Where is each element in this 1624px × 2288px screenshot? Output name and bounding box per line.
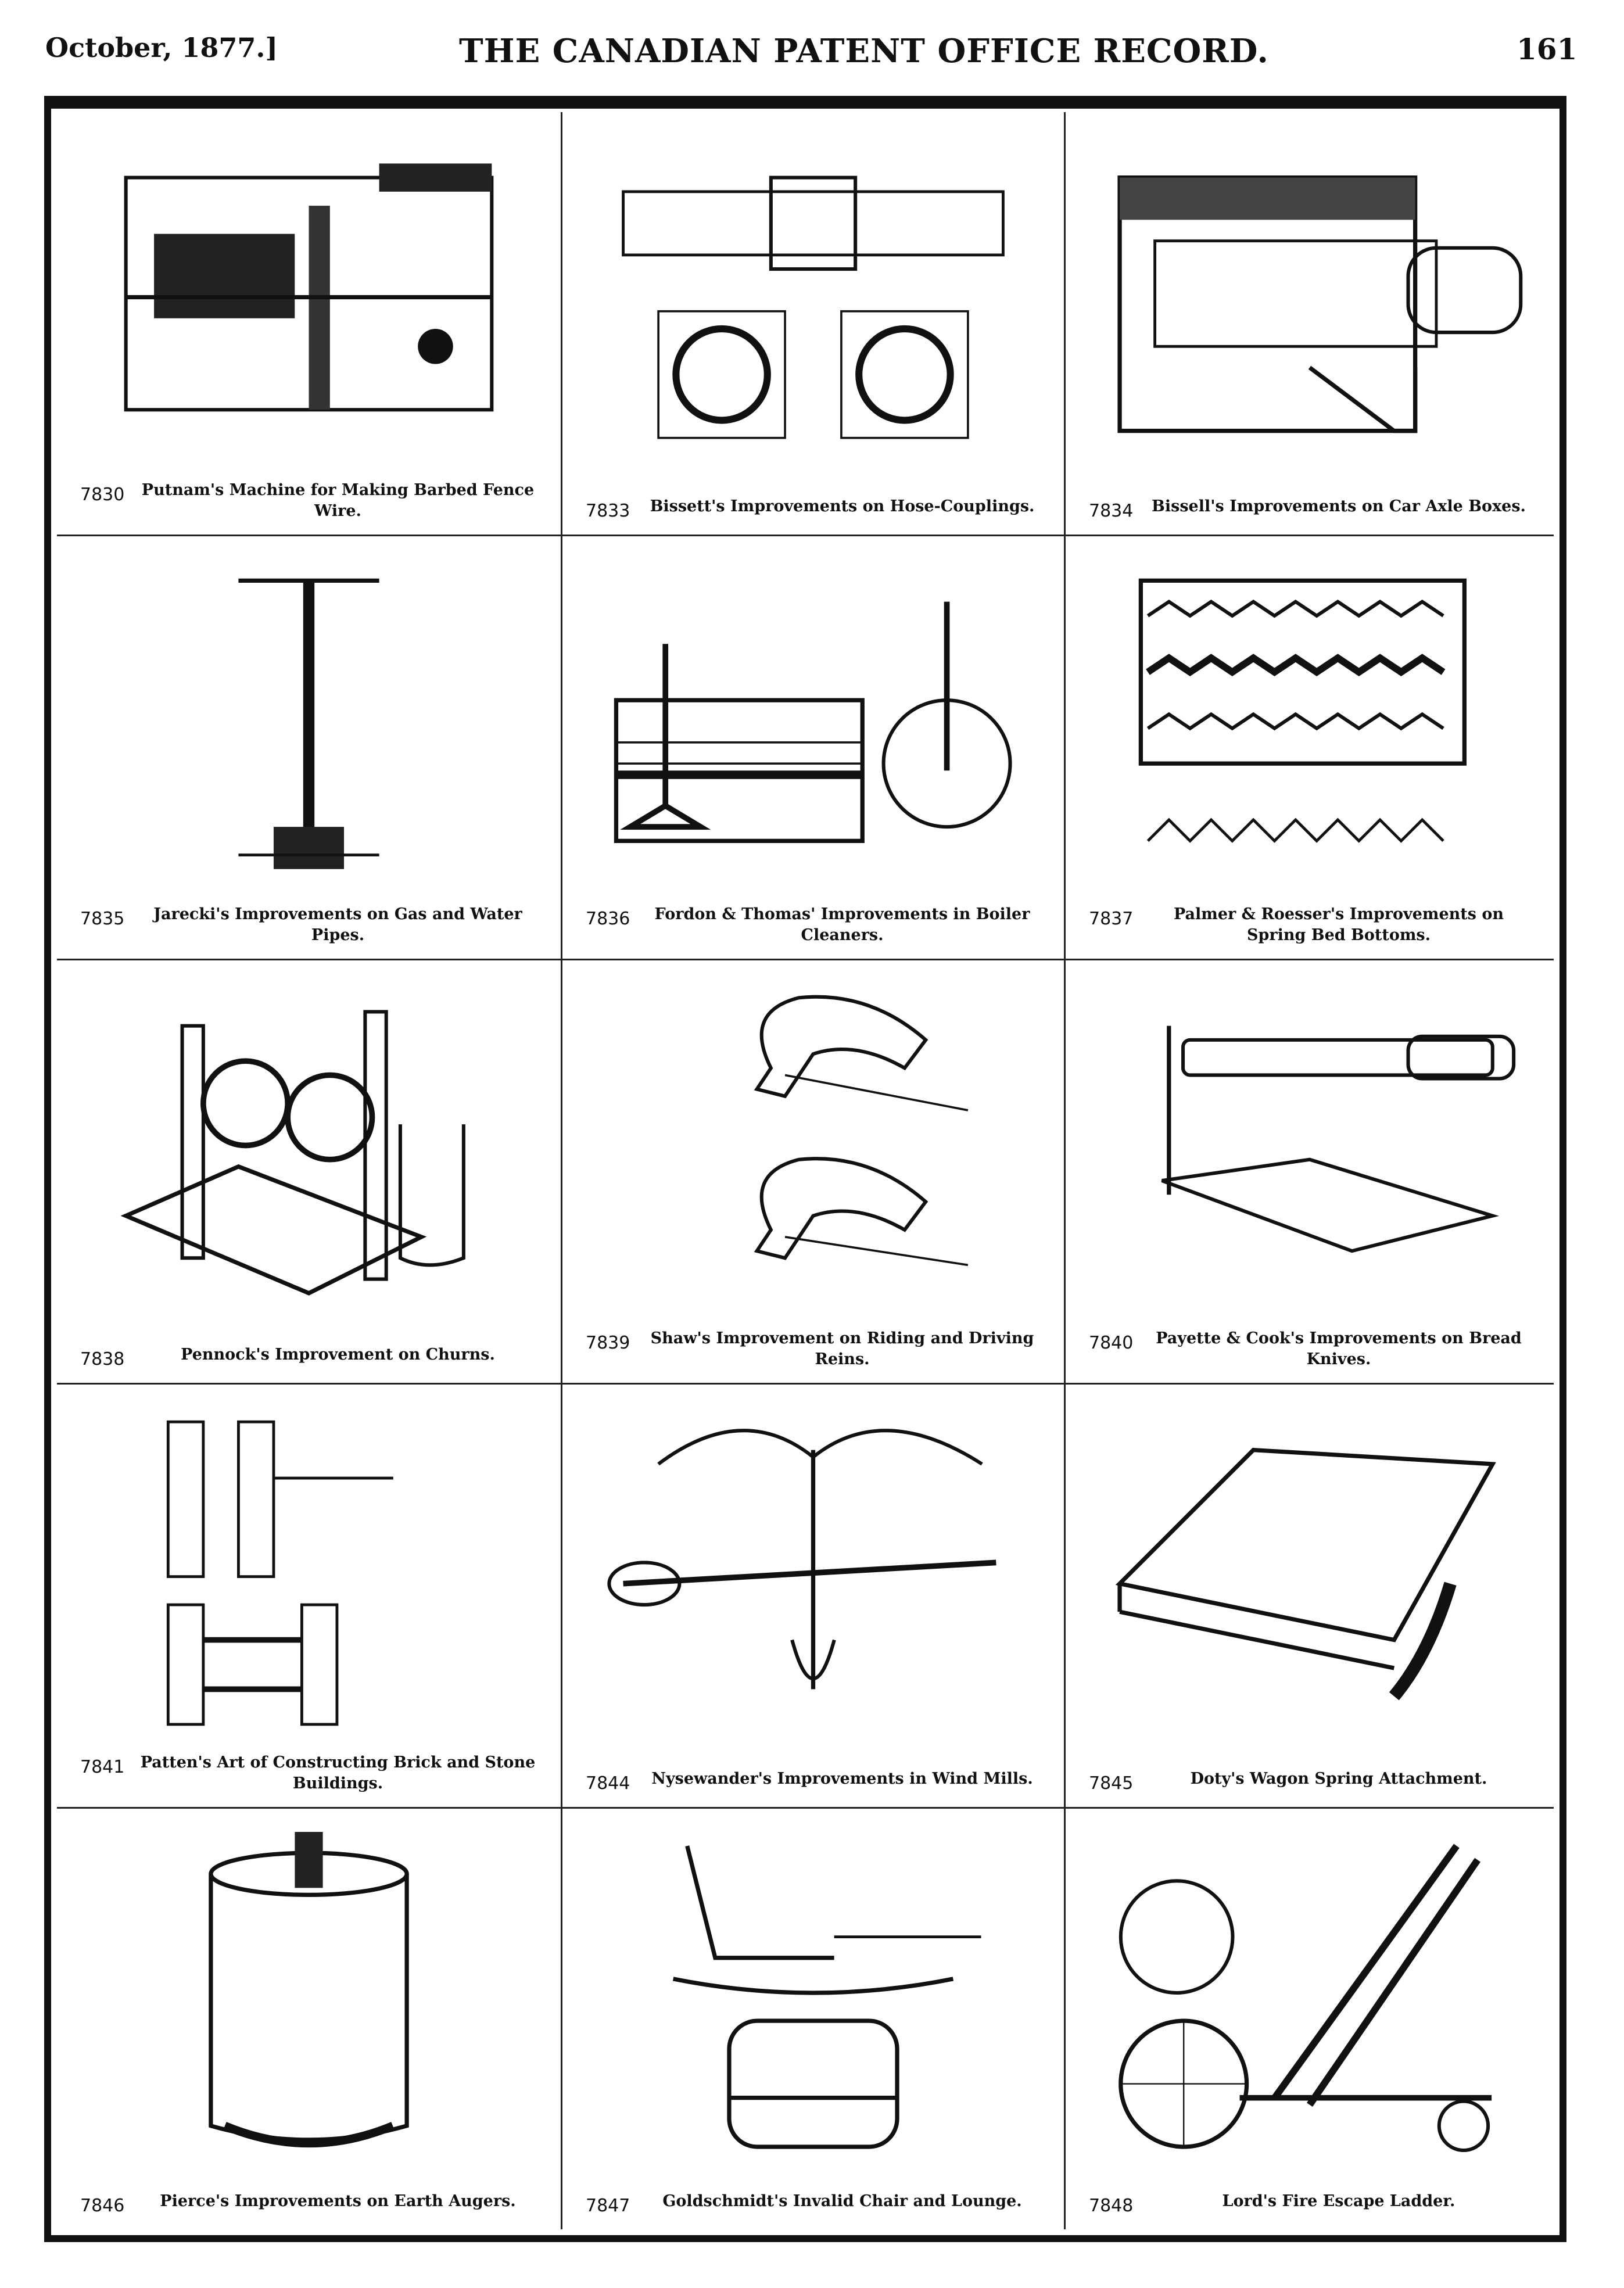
patent-title: Bissell's Improvements on Car Axle Boxes…: [1152, 497, 1526, 515]
patent-cell-7836: 7836 Fordon & Thomas' Improvements in Boi…: [562, 536, 1066, 960]
patent-title: Putnam's Machine for Making Barbed Fence…: [141, 481, 535, 520]
patent-cell-7833: 7833 Bissett's Improvements on Hose-Coupl…: [562, 112, 1066, 536]
patent-number: 7845: [1089, 1773, 1134, 1794]
patent-caption: 7844 Nysewander's Improvements in Wind Mi…: [586, 1769, 1041, 1794]
patent-title: Nysewander's Improvements in Wind Mills.: [651, 1770, 1033, 1788]
patent-cell-7845: 7845 Doty's Wagon Spring Attachment.: [1066, 1385, 1554, 1809]
patent-drawing-brick: [80, 1408, 537, 1731]
patent-cell-7834: 7834 Bissell's Improvements on Car Axle B…: [1066, 112, 1554, 536]
patent-number: 7839: [586, 1333, 630, 1353]
patent-caption: 7838 Pennock's Improvement on Churns.: [80, 1344, 537, 1370]
patent-title: Pierce's Improvements on Earth Augers.: [160, 2192, 516, 2210]
patent-title: Payette & Cook's Improvements on Bread K…: [1156, 1329, 1522, 1368]
patent-drawing-horse: [586, 984, 1041, 1307]
patent-drawing-axle: [1089, 135, 1530, 459]
patent-title: Shaw's Improvement on Riding and Driving…: [650, 1329, 1034, 1368]
patent-number: 7830: [80, 485, 125, 505]
patent-drawing-auger: [80, 1832, 537, 2154]
patent-cell-7846: 7846 Pierce's Improvements on Earth Auger…: [57, 1809, 562, 2229]
patent-drawing-ladder: [1089, 1832, 1530, 2154]
patent-cell-7841: 7841 Patten's Art of Constructing Brick a…: [57, 1385, 562, 1809]
patent-cell-7840: 7840 Payette & Cook's Improvements on Bre…: [1066, 960, 1554, 1385]
patent-drawing-wagon: [1089, 1408, 1530, 1731]
patent-number: 7848: [1089, 2196, 1134, 2216]
patent-cell-7848: 7848 Lord's Fire Escape Ladder.: [1066, 1809, 1554, 2229]
patent-drawing-chair: [586, 1832, 1041, 2154]
patent-number: 7834: [1089, 501, 1134, 521]
patent-drawing-boiler: [586, 560, 1041, 883]
patent-grid: 7830 Putnam's Machine for Making Barbed F…: [57, 112, 1554, 2229]
patent-plate-frame: 7830 Putnam's Machine for Making Barbed F…: [44, 96, 1566, 2242]
patent-number: 7837: [1089, 909, 1134, 929]
patent-caption: 7834 Bissell's Improvements on Car Axle B…: [1089, 496, 1530, 522]
patent-number: 7844: [586, 1773, 630, 1794]
patent-drawing-coupling: [586, 135, 1041, 459]
page-number: 161: [1517, 32, 1578, 66]
patent-caption: 7848 Lord's Fire Escape Ladder.: [1089, 2191, 1530, 2217]
patent-cell-7837: 7837 Palmer & Roesser's Improvements on S…: [1066, 536, 1554, 960]
publication-title: THE CANADIAN PATENT OFFICE RECORD.: [459, 32, 1269, 70]
patent-drawing-churn: [80, 984, 537, 1307]
patent-title: Lord's Fire Escape Ladder.: [1222, 2192, 1455, 2210]
patent-title: Pennock's Improvement on Churns.: [181, 1346, 495, 1364]
patent-caption: 7847 Goldschmidt's Invalid Chair and Loun…: [586, 2191, 1041, 2217]
patent-caption: 7845 Doty's Wagon Spring Attachment.: [1089, 1769, 1530, 1794]
patent-drawing-windmill: [586, 1408, 1041, 1731]
patent-title: Jarecki's Improvements on Gas and Water …: [153, 905, 522, 944]
patent-caption: 7840 Payette & Cook's Improvements on Bre…: [1089, 1328, 1530, 1370]
patent-number: 7840: [1089, 1333, 1134, 1353]
patent-caption: 7846 Pierce's Improvements on Earth Auger…: [80, 2191, 537, 2217]
patent-cell-7830: 7830 Putnam's Machine for Making Barbed F…: [57, 112, 562, 536]
patent-title: Doty's Wagon Spring Attachment.: [1190, 1770, 1487, 1788]
patent-number: 7836: [586, 909, 630, 929]
patent-caption: 7836 Fordon & Thomas' Improvements in Boi…: [586, 904, 1041, 946]
patent-number: 7833: [586, 501, 630, 521]
patent-title: Fordon & Thomas' Improvements in Boiler …: [654, 905, 1030, 944]
patent-caption: 7841 Patten's Art of Constructing Brick a…: [80, 1752, 537, 1794]
patent-caption: 7839 Shaw's Improvement on Riding and Dri…: [586, 1328, 1041, 1370]
patent-caption: 7835 Jarecki's Improvements on Gas and Wa…: [80, 904, 537, 946]
header-date: October, 1877.]: [45, 32, 278, 63]
patent-cell-7847: 7847 Goldschmidt's Invalid Chair and Loun…: [562, 1809, 1066, 2229]
patent-caption: 7833 Bissett's Improvements on Hose-Coupl…: [586, 496, 1041, 522]
patent-cell-7838: 7838 Pennock's Improvement on Churns.: [57, 960, 562, 1385]
patent-title: Goldschmidt's Invalid Chair and Lounge.: [662, 2192, 1022, 2210]
patent-drawing-spring: [1089, 560, 1530, 883]
patent-title: Palmer & Roesser's Improvements on Sprin…: [1173, 905, 1504, 944]
patent-drawing-pipe: [80, 560, 537, 883]
patent-drawing-knife: [1089, 984, 1530, 1307]
patent-title: Bissett's Improvements on Hose-Couplings…: [650, 497, 1035, 515]
patent-number: 7847: [586, 2196, 630, 2216]
patent-number: 7838: [80, 1349, 125, 1369]
patent-number: 7841: [80, 1757, 125, 1777]
patent-caption: 7837 Palmer & Roesser's Improvements on S…: [1089, 904, 1530, 946]
patent-title: Patten's Art of Constructing Brick and S…: [140, 1753, 536, 1792]
patent-caption: 7830 Putnam's Machine for Making Barbed F…: [80, 480, 537, 522]
patent-cell-7835: 7835 Jarecki's Improvements on Gas and Wa…: [57, 536, 562, 960]
patent-number: 7835: [80, 909, 125, 929]
patent-cell-7844: 7844 Nysewander's Improvements in Wind Mi…: [562, 1385, 1066, 1809]
patent-cell-7839: 7839 Shaw's Improvement on Riding and Dri…: [562, 960, 1066, 1385]
patent-number: 7846: [80, 2196, 125, 2216]
patent-drawing-machine: [80, 135, 537, 459]
